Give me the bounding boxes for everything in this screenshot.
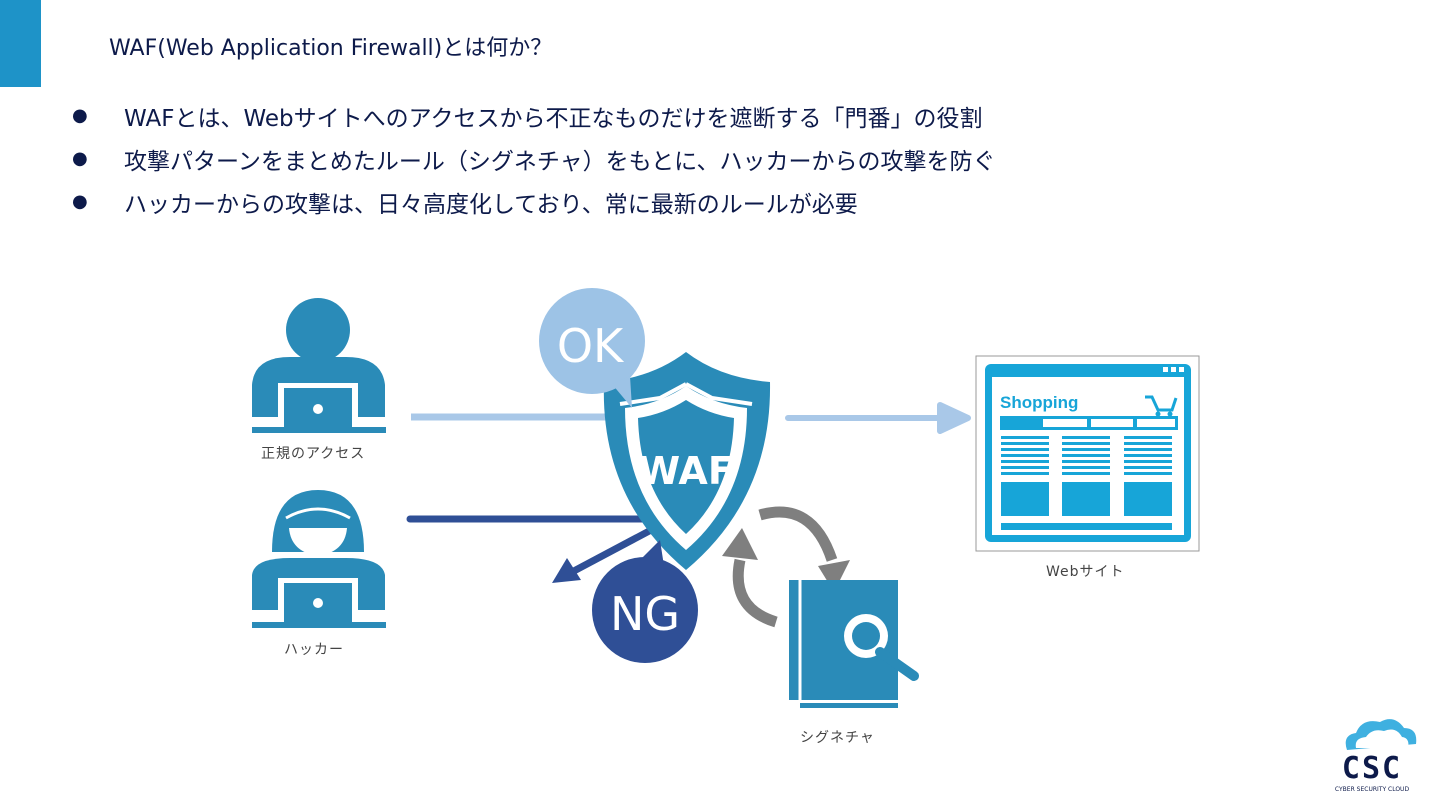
csc-logo: CSC CYBER SECURITY CLOUD (1335, 719, 1417, 793)
bullet-text: ハッカーからの攻撃は、日々高度化しており、常に最新のルールが必要 (124, 191, 858, 218)
bullet-icon: ● (72, 191, 88, 212)
bullet-list: ● WAFとは、Webサイトへのアクセスから不正なものだけを遮断する「門番」の役割… (72, 94, 995, 223)
hacker-label: ハッカー (284, 642, 344, 658)
sync-arrowhead-2 (722, 528, 758, 560)
normal-user-icon (252, 298, 386, 433)
slide-title: WAF(Web Application Firewall)とは何か？ (109, 36, 553, 61)
website-heading: Shopping (1000, 393, 1078, 412)
sync-arrowhead-1 (818, 560, 850, 592)
logo-subtext: CYBER SECURITY CLOUD (1335, 786, 1410, 793)
signature-label: シグネチャ (800, 730, 875, 746)
bullet-icon: ● (72, 105, 88, 126)
hacker-icon (252, 490, 386, 628)
bullet-text: 攻撃パターンをまとめたルール（シグネチャ）をもとに、ハッカーからの攻撃を防ぐ (124, 148, 996, 175)
ng-arrowhead (552, 558, 581, 583)
bullet-text: WAFとは、Webサイトへのアクセスから不正なものだけを遮断する「門番」の役割 (124, 105, 983, 132)
sync-arrows-icon (732, 506, 838, 628)
logo-text: CSC (1342, 751, 1402, 786)
signature-book-icon (789, 580, 919, 713)
ok-badge-text: OK (557, 319, 625, 373)
ok-badge: OK (539, 288, 645, 408)
bullet-item: ● 攻撃パターンをまとめたルール（シグネチャ）をもとに、ハッカーからの攻撃を防ぐ (72, 137, 995, 180)
ng-badge: NG (592, 540, 698, 663)
website-icon: Shopping (975, 355, 1200, 552)
ng-badge-text: NG (610, 587, 680, 641)
bullet-icon: ● (72, 148, 88, 169)
accent-bar (0, 0, 41, 87)
bullet-item: ● WAFとは、Webサイトへのアクセスから不正なものだけを遮断する「門番」の役割 (72, 94, 995, 137)
normal-user-label: 正規のアクセス (261, 446, 366, 462)
waf-shield-icon: WAF (603, 352, 771, 570)
bullet-item: ● ハッカーからの攻撃は、日々高度化しており、常に最新のルールが必要 (72, 180, 995, 223)
ok-arrow-out (785, 402, 971, 434)
website-label: Webサイト (1046, 564, 1125, 580)
waf-label: WAF (638, 449, 734, 493)
